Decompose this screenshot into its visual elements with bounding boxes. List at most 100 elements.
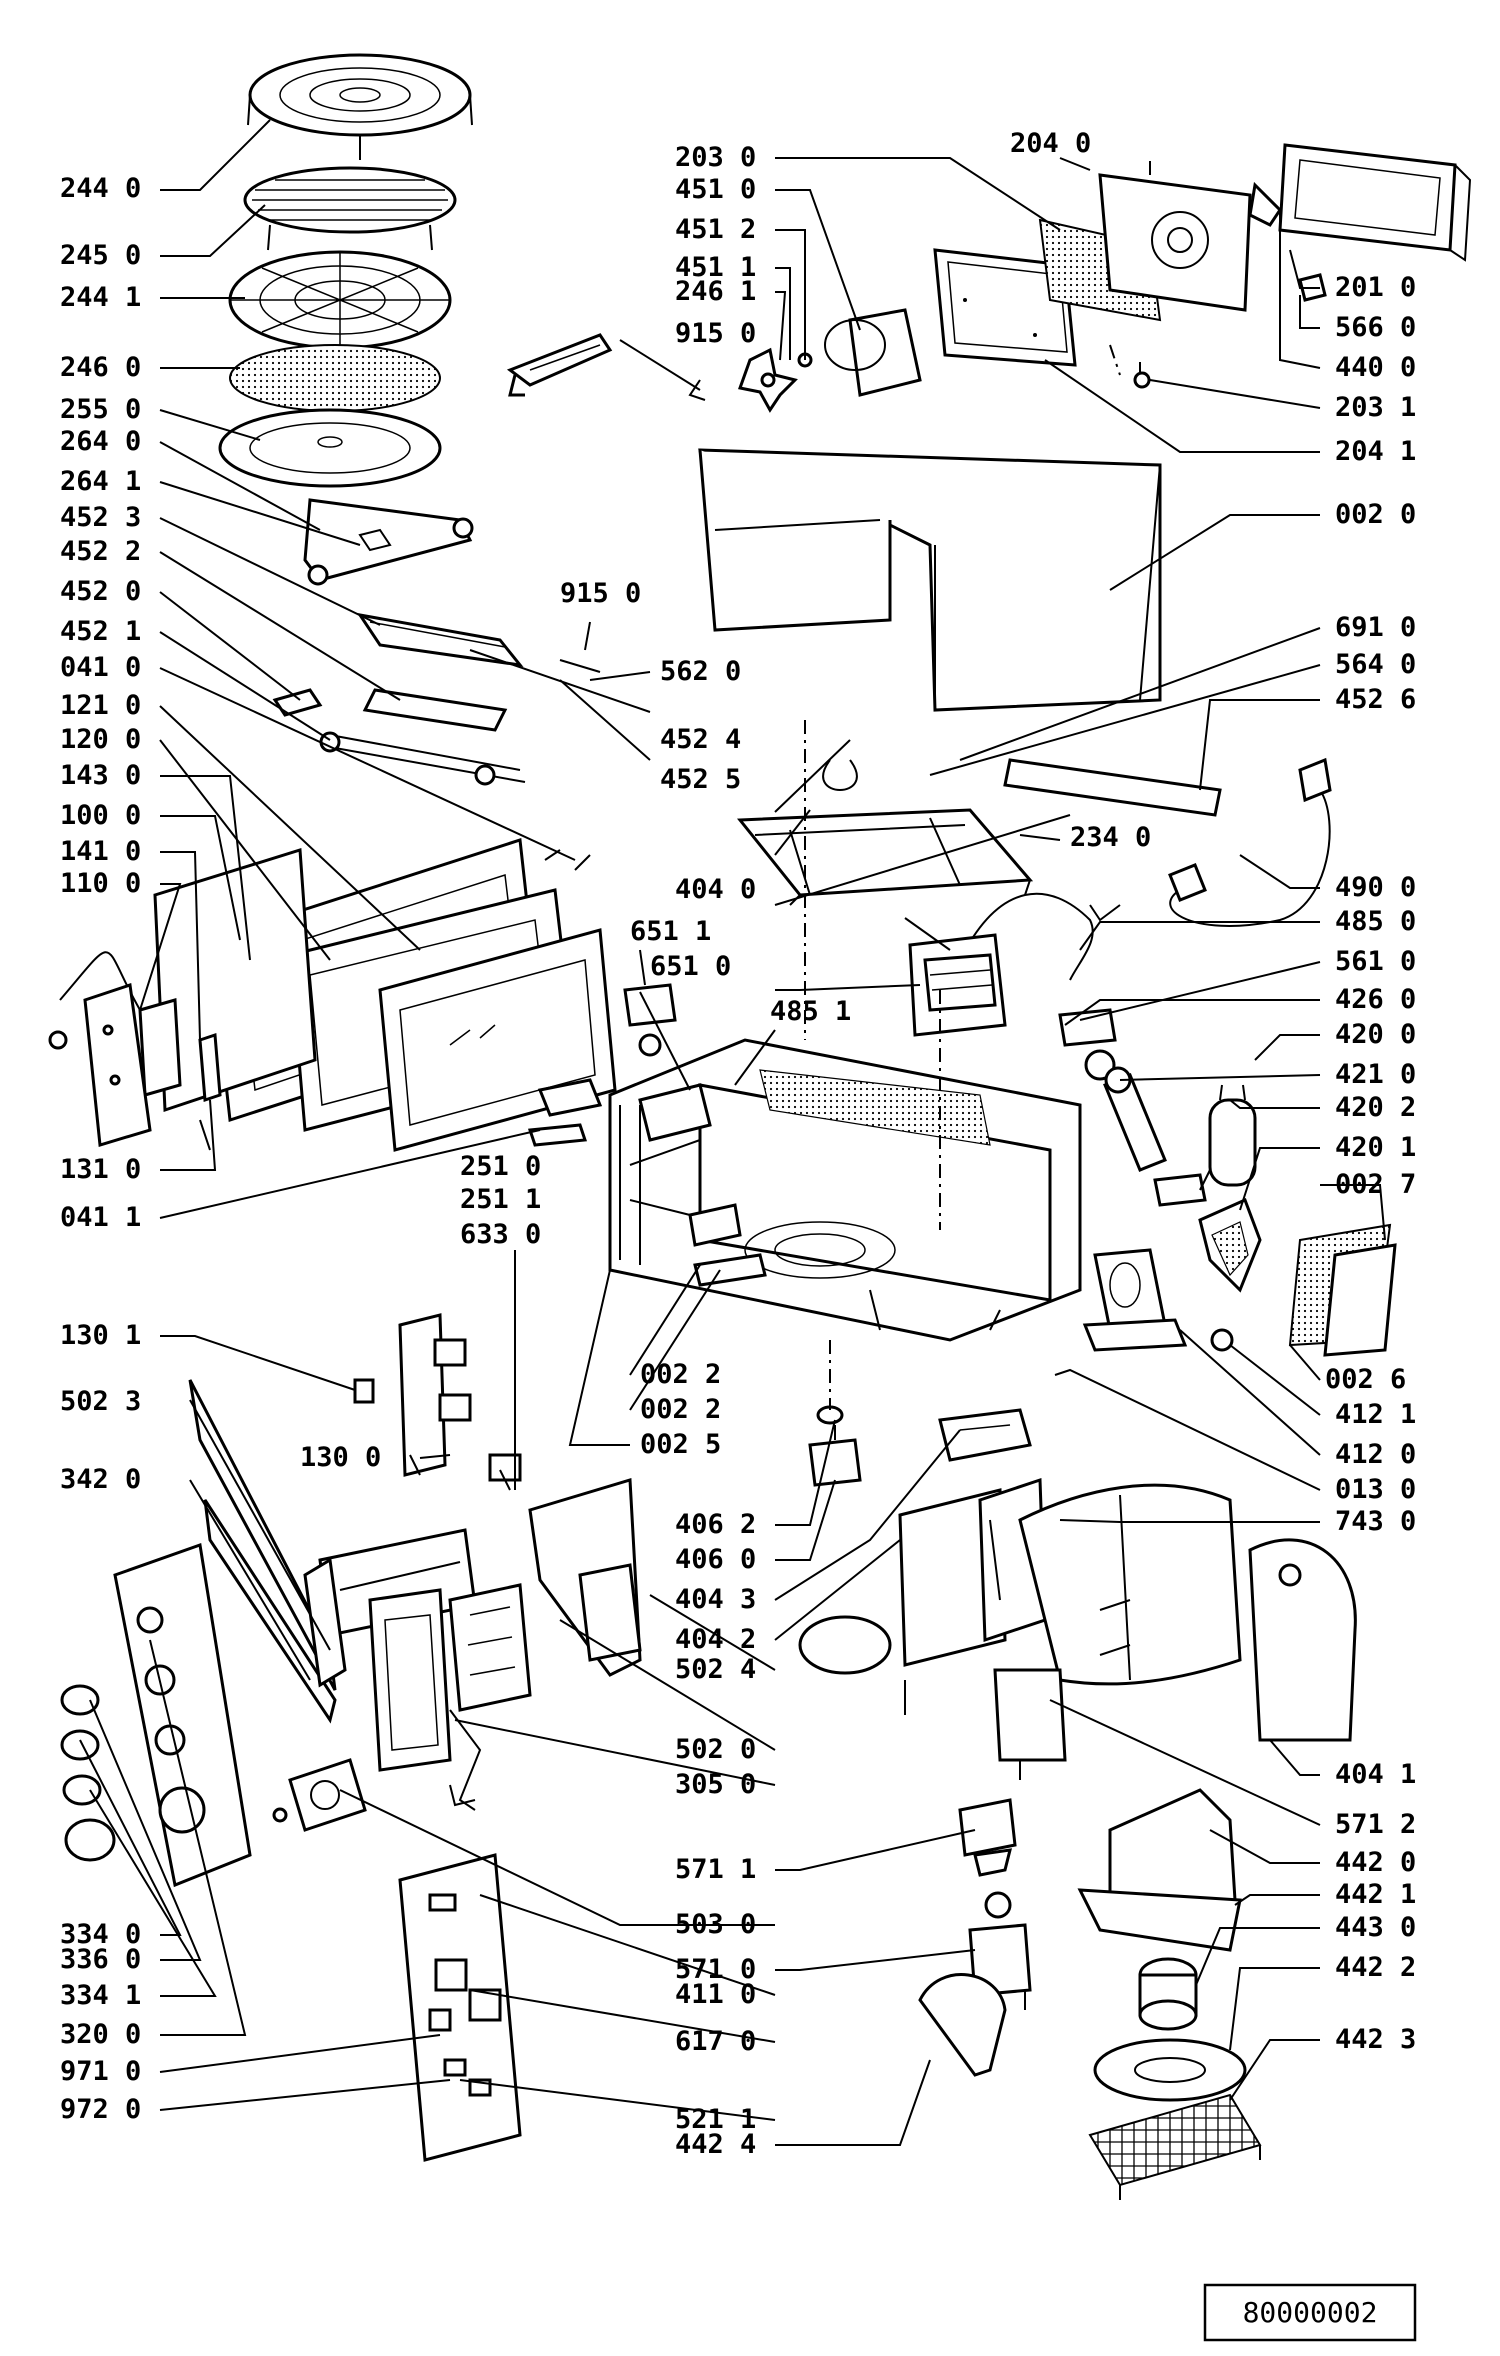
part-label: 244 0 (60, 173, 141, 204)
switch-bracket-part (398, 1313, 522, 1491)
timer-cam-part (272, 1758, 367, 1832)
part-label: 251 1 (460, 1184, 541, 1215)
part-label: 204 0 (1010, 128, 1091, 159)
part-label: 412 0 (1335, 1439, 1416, 1470)
door-outer-part (59, 848, 317, 1113)
part-label: 234 0 (1070, 822, 1151, 853)
power-cord-part (1089, 757, 1332, 927)
part-label: 571 2 (1335, 1809, 1416, 1840)
base-plate-part (736, 808, 1034, 906)
bracket-part (506, 333, 613, 397)
door-hinge-part (527, 1123, 588, 1147)
left-labels: 244 0 245 0 244 1 246 0 255 0 264 0 264 … (60, 173, 141, 2125)
grill-rack-part (247, 53, 473, 160)
part-label: 443 0 (1335, 1912, 1416, 1943)
part-label: 971 0 (60, 2056, 141, 2087)
part-label: 452 3 (60, 502, 141, 533)
heater-reflector-part (362, 688, 508, 732)
part-label: 203 0 (675, 142, 756, 173)
part-label: 404 3 (675, 1584, 756, 1615)
part-label: 320 0 (60, 2019, 141, 2050)
part-label: 244 1 (60, 282, 141, 313)
part-label: 571 0 (675, 1954, 756, 1985)
parts-illustration (48, 53, 1472, 2200)
part-label: 485 0 (1335, 906, 1416, 937)
part-label: 421 0 (1335, 1059, 1416, 1090)
part-label: 120 0 (60, 724, 141, 755)
part-label: 246 0 (60, 352, 141, 383)
switch-part (353, 1378, 375, 1404)
part-label: 246 1 (675, 276, 756, 307)
fan-blade-part (688, 347, 798, 413)
part-label: 502 4 (675, 1654, 756, 1685)
part-label: 617 0 (675, 2026, 756, 2057)
air-channel-part (1003, 758, 1222, 817)
part-label: 013 0 (1335, 1474, 1416, 1505)
thermostat-part (1058, 1008, 1117, 1081)
grommet-part (1210, 1328, 1234, 1352)
fan-motor-cover-part (1248, 1538, 1357, 1742)
part-label: 972 0 (60, 2094, 141, 2125)
part-label: 452 2 (60, 536, 141, 567)
shield-part (528, 1478, 642, 1677)
part-label: 406 0 (675, 1544, 756, 1575)
part-label: 110 0 (60, 868, 141, 899)
part-label: 334 1 (60, 1980, 141, 2011)
part-label: 203 1 (1335, 392, 1416, 423)
part-label: 452 5 (660, 764, 741, 795)
leader-lines (79, 119, 1386, 2146)
part-label: 442 2 (1335, 1952, 1416, 1983)
part-label: 121 0 (60, 690, 141, 721)
part-label: 452 6 (1335, 684, 1416, 715)
part-label: 143 0 (60, 760, 141, 791)
round-rack-part (228, 250, 452, 350)
part-label: 503 0 (675, 1909, 756, 1940)
part-label: 130 0 (300, 1442, 381, 1473)
part-label: 691 0 (1335, 612, 1416, 643)
part-label: 915 0 (560, 578, 641, 609)
control-panel-part (113, 1542, 252, 1888)
part-label: 571 1 (675, 1854, 756, 1885)
part-label: 451 2 (675, 214, 756, 245)
reference-number-box: 80000002 (1203, 2283, 1417, 2342)
cavity-bracket-part (693, 1253, 767, 1287)
part-label: 502 3 (60, 1386, 141, 1417)
lamp-cover-part (918, 1973, 1007, 2077)
timer-motor-part (368, 1588, 452, 1772)
transformer-part (908, 933, 1007, 1037)
part-label: 404 0 (675, 874, 756, 905)
part-label: 002 6 (1325, 1364, 1406, 1395)
diode-bracket-part (1153, 1169, 1211, 1207)
hv-capacitor-part (1208, 1084, 1257, 1187)
roller-support-part (303, 498, 474, 586)
part-label: 404 2 (675, 1624, 756, 1655)
stirrer-plate-part (798, 1615, 906, 1715)
part-label: 002 2 (640, 1394, 721, 1425)
stirrer-cover-part (938, 1408, 1032, 1462)
part-label: 485 1 (770, 996, 851, 1027)
part-label: 100 0 (60, 800, 141, 831)
part-label: 255 0 (60, 394, 141, 425)
door-hook-part (198, 1032, 222, 1151)
part-label: 412 1 (1335, 1399, 1416, 1430)
part-label: 342 0 (60, 1464, 141, 1495)
outer-casing-part (698, 448, 1162, 712)
part-label: 264 0 (60, 426, 141, 457)
rectifier-part (1198, 1197, 1262, 1293)
part-label: 406 2 (675, 1509, 756, 1540)
part-label: 566 0 (1335, 312, 1416, 343)
part-label: 651 1 (630, 916, 711, 947)
cam-arrow (449, 1709, 482, 1811)
part-label: 451 1 (675, 252, 756, 283)
part-label: 426 0 (1335, 984, 1416, 1015)
crisp-plate-part (229, 344, 441, 412)
fan-motor-part (1098, 173, 1282, 312)
fan-housing-part (1018, 1483, 1242, 1686)
air-duct-part (933, 248, 1077, 367)
part-label: 420 1 (1335, 1132, 1416, 1163)
gasket-part (1093, 2038, 1247, 2102)
magnetron-part (1082, 1248, 1188, 1352)
rear-duct-part (1278, 143, 1472, 262)
part-label: 130 1 (60, 1320, 141, 1351)
panel-frame-part (188, 1379, 337, 1724)
